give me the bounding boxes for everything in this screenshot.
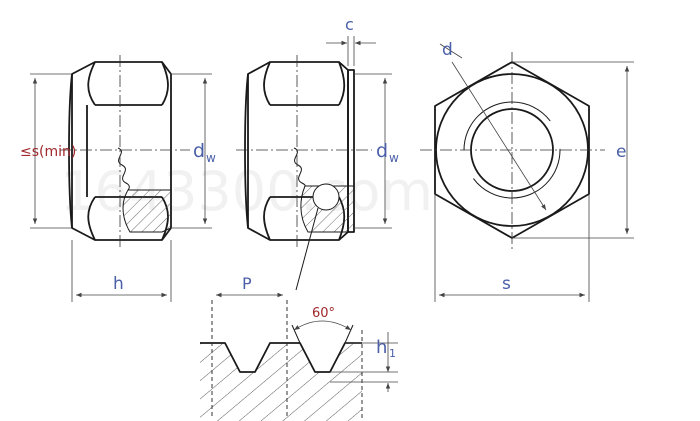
hex-top-view: d e s: [420, 40, 634, 302]
angle-label: 60°: [312, 306, 335, 321]
e-label: e: [616, 142, 626, 162]
thread-profile-detail: P 60° h 1: [200, 274, 398, 421]
dw-label-left-sub: w: [206, 151, 216, 165]
side-view-left: ≤s(min) d w h: [20, 55, 216, 302]
s-label: s: [502, 274, 511, 294]
h1-label-sub: 1: [389, 347, 396, 360]
h-label: h: [113, 274, 124, 294]
dw-label-right: d: [376, 140, 388, 162]
dw-label-right-sub: w: [389, 151, 399, 165]
c-label: c: [345, 15, 354, 34]
side-view-middle: c d w: [236, 15, 399, 291]
pitch-label: P: [242, 274, 252, 293]
d-label: d: [442, 40, 453, 60]
s-min-label: ≤s(min): [20, 144, 76, 160]
dw-label-left: d: [193, 140, 205, 162]
h1-label: h: [376, 337, 387, 358]
